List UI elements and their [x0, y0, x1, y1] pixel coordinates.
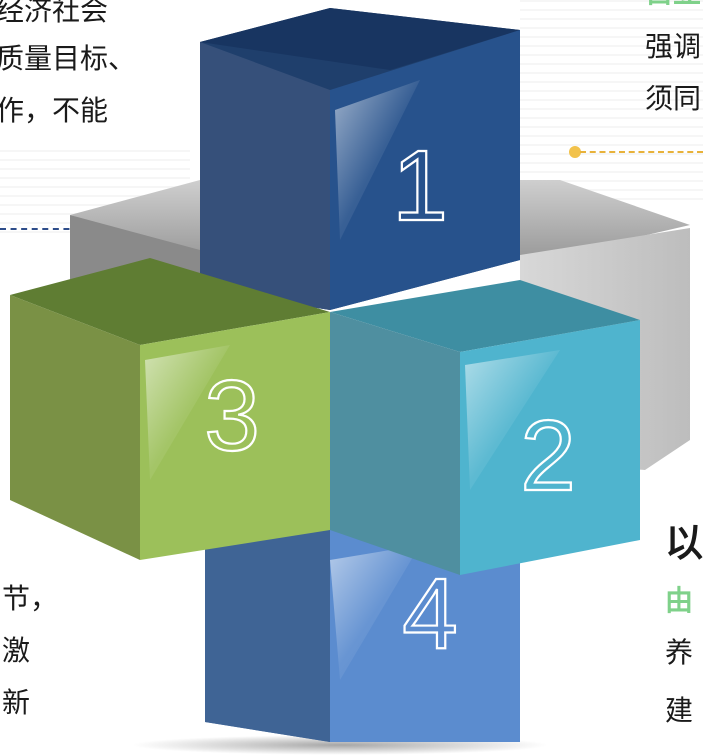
- cube-3-number: 3: [204, 360, 260, 472]
- left-bottom-line-1: 节，: [2, 582, 59, 615]
- right-top-bullet-dot: [569, 146, 581, 158]
- left-bottom-line-2: 激: [2, 634, 31, 667]
- cube-4-number: 4: [402, 558, 458, 670]
- cube-2: [330, 280, 640, 575]
- right-bottom-heading: 以: [665, 521, 703, 565]
- left-bottom-line-3: 新: [2, 686, 31, 719]
- left-top-divider: [0, 228, 80, 230]
- cube-3: [10, 258, 330, 560]
- right-bottom-line-1: 养: [665, 636, 694, 669]
- right-bottom-line-2: 建: [665, 694, 694, 727]
- right-top-line-1: 强调: [645, 30, 702, 63]
- left-top-line-2: 质量目标、: [0, 42, 137, 75]
- right-top-heading-partial: 自立: [645, 0, 701, 14]
- cube-1: [200, 8, 520, 310]
- background-texture-right: [520, 0, 703, 200]
- right-top-line-2: 须同: [645, 82, 702, 115]
- right-bottom-subheading: 由: [665, 584, 694, 617]
- left-top-line-3: 作，不能: [0, 94, 109, 127]
- right-top-divider: [580, 151, 703, 153]
- left-top-line-1: 经济社会: [0, 0, 109, 27]
- cube-2-number: 2: [520, 400, 576, 512]
- cube-1-number: 1: [392, 130, 448, 242]
